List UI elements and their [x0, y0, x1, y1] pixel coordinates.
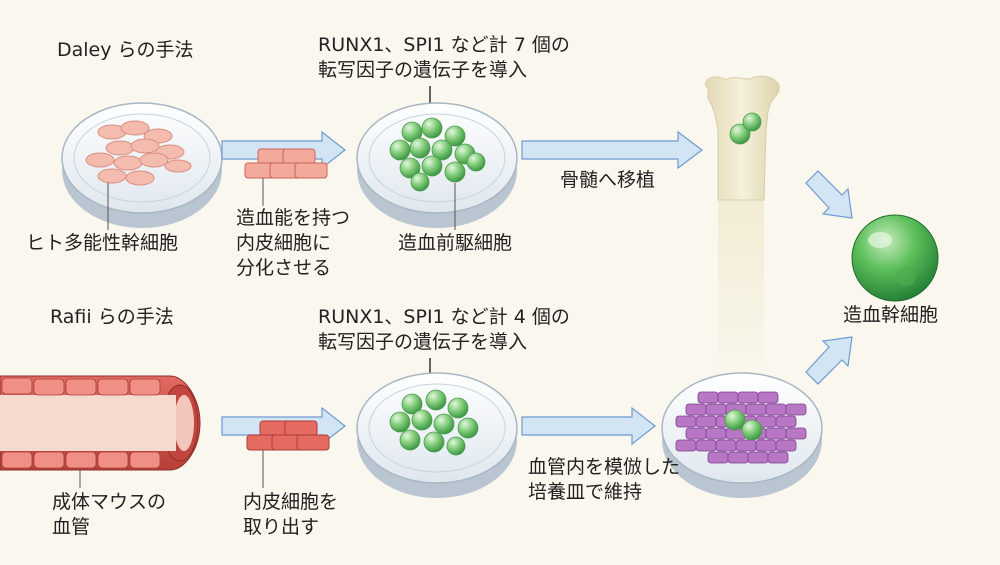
rafii-factors-text: RUNX1、SPI1 など計 4 個の 転写因子の遺伝子を導入 [318, 306, 570, 353]
niche-cell [785, 403, 807, 416]
dish-stem-cells [61, 102, 223, 230]
daley-factors-text: RUNX1、SPI1 など計 7 個の 転写因子の遺伝子を導入 [318, 34, 570, 81]
niche-cell [757, 391, 779, 404]
arrow-top-2 [521, 130, 703, 170]
culture-label: 血管内を模倣した 培養皿で維持 [528, 456, 681, 503]
transplant-label: 骨髄へ移植 [560, 169, 656, 191]
niche-cell [737, 391, 759, 404]
bone-marrow [704, 75, 780, 390]
niche-cell [785, 427, 807, 440]
niche-cell [755, 439, 777, 452]
intermediate-label-top: 造血能を持つ 内皮細胞に 分化させる [236, 207, 351, 279]
niche-cell [717, 391, 739, 404]
dish-progenitor-cells [356, 102, 518, 230]
niche-cell [685, 427, 707, 440]
blood-vessel [0, 375, 201, 488]
niche-cell [697, 391, 719, 404]
niche-cell [745, 403, 767, 416]
niche-cell [705, 403, 727, 416]
niche-cell [775, 439, 797, 452]
niche-cell [685, 403, 707, 416]
daley-method-title: Daley らの手法 [57, 39, 194, 61]
niche-cell [765, 427, 787, 440]
niche-cell [695, 415, 717, 428]
niche-cell [747, 451, 769, 464]
niche-cell [695, 439, 717, 452]
niche-cell [775, 415, 797, 428]
progenitor-label: 造血前駆細胞 [398, 232, 513, 254]
hematopoietic-stem-cell [851, 214, 939, 302]
niche-cell [765, 403, 787, 416]
rafii-method-title: Rafii らの手法 [50, 306, 174, 328]
intermediate-label-bottom: 内皮細胞を 取り出す [243, 491, 339, 538]
dish-vascular-niche [661, 372, 823, 498]
source-label-top: ヒト多能性幹細胞 [26, 232, 179, 254]
endothelial-cells-top [244, 148, 328, 206]
arrow-bottom-2 [521, 406, 656, 446]
arrow-dish-to-hsc [805, 336, 853, 385]
niche-cell [675, 415, 697, 428]
source-label-bottom: 成体マウスの 血管 [52, 491, 167, 538]
niche-cell [767, 451, 789, 464]
result-label: 造血幹細胞 [843, 304, 939, 326]
arrow-bone-to-hsc [805, 170, 853, 219]
niche-cell [675, 439, 697, 452]
dish-transduced-cells [356, 372, 518, 498]
niche-cell [705, 427, 727, 440]
niche-cell [715, 439, 737, 452]
niche-cell [707, 451, 729, 464]
niche-cell [735, 439, 757, 452]
niche-cell [727, 451, 749, 464]
endothelial-cells-bottom [246, 420, 330, 488]
